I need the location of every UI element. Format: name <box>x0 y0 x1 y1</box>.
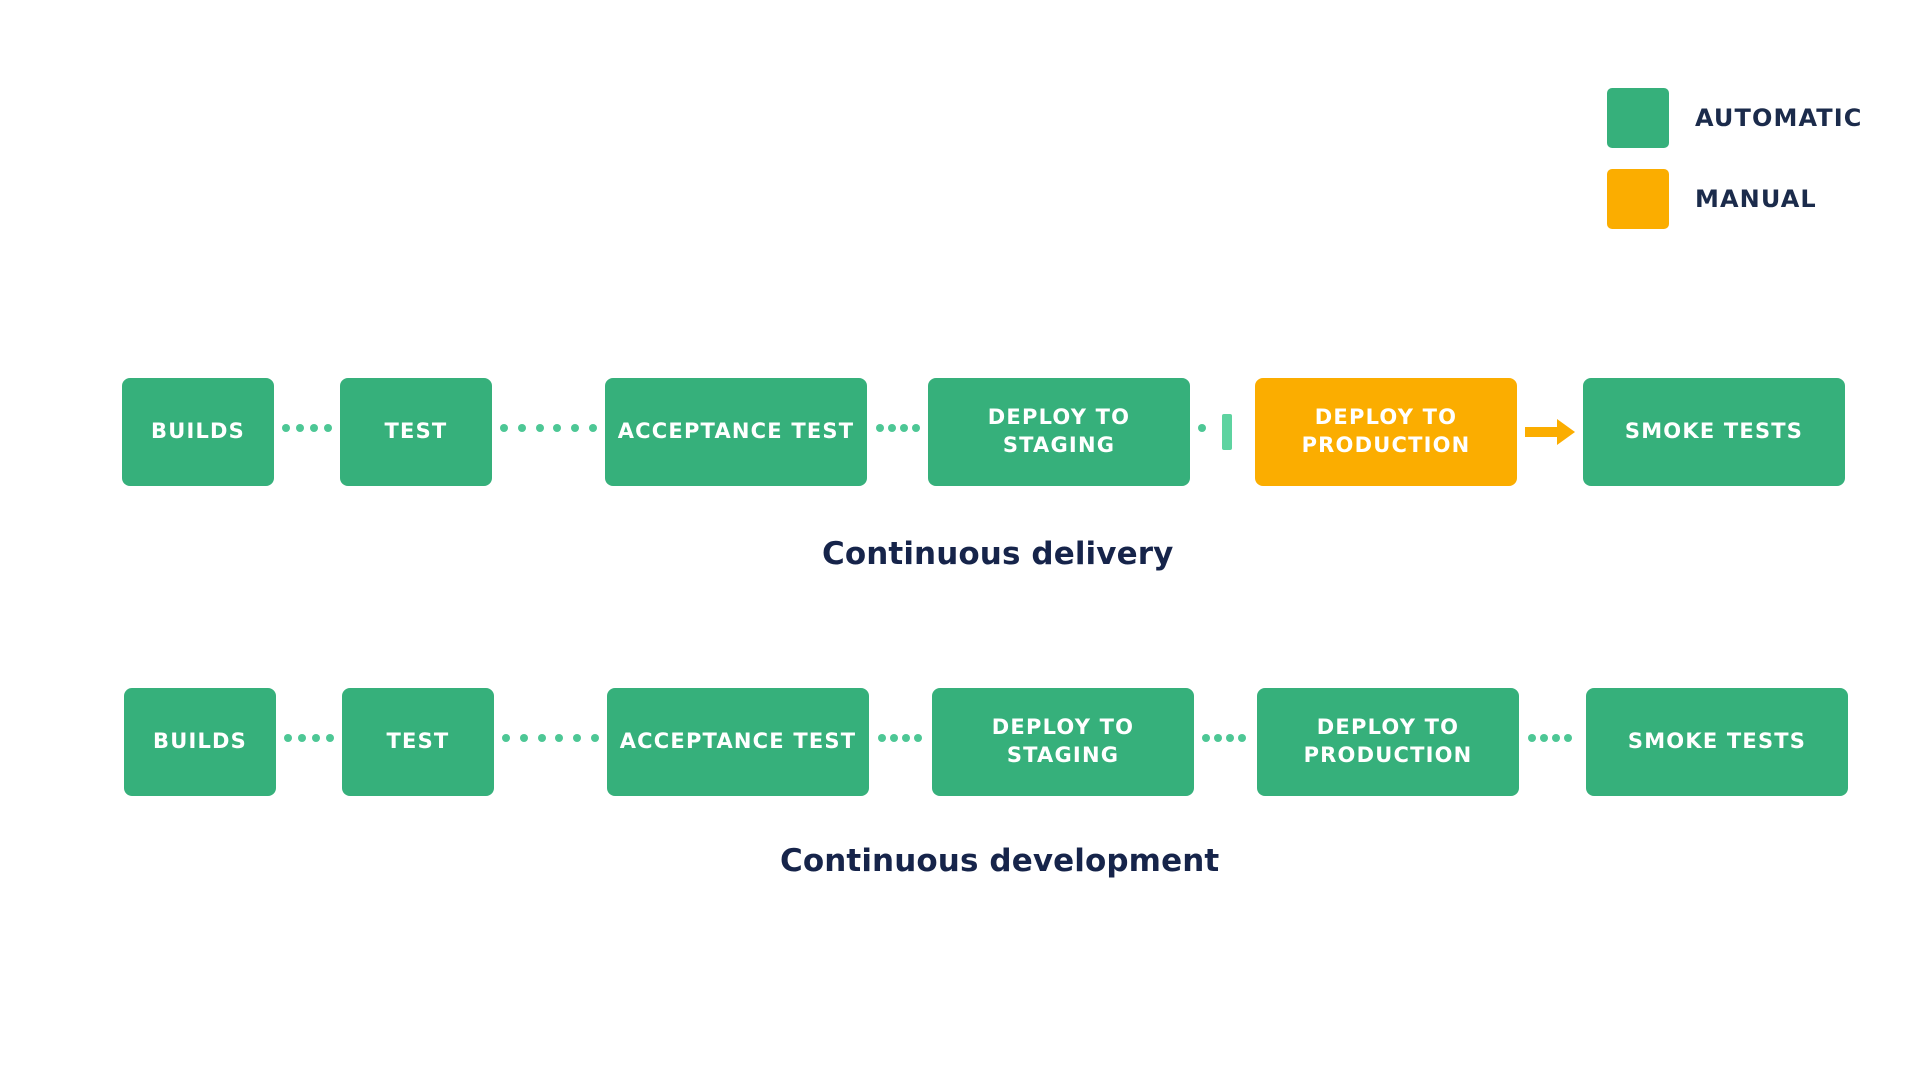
legend: AUTOMATIC MANUAL <box>1607 88 1863 229</box>
legend-swatch-automatic <box>1607 88 1669 148</box>
connector-dot <box>878 734 886 742</box>
connector-dot <box>296 424 304 432</box>
connector-dot <box>324 424 332 432</box>
pipeline-stage-label: SMOKE TESTS <box>1624 419 1804 444</box>
connector-dots <box>876 423 920 433</box>
connector-dot <box>535 424 544 432</box>
pipeline-stage-smoke-tests[interactable]: SMOKE TESTS <box>1583 378 1845 486</box>
connector-dot <box>502 734 510 742</box>
pipeline-stage-label: DEPLOY TO PRODUCTION <box>1303 715 1473 767</box>
connector-dots <box>500 423 597 433</box>
connector-dot <box>537 734 546 742</box>
connector-dot <box>571 424 580 432</box>
pipeline-stage-builds[interactable]: BUILDS <box>124 688 276 796</box>
connector-arrow <box>1525 419 1575 445</box>
legend-item-automatic: AUTOMATIC <box>1607 88 1863 148</box>
connector-dot <box>900 424 908 432</box>
connector-dot <box>1528 734 1536 742</box>
connector-dot <box>590 734 599 742</box>
connector-dot <box>902 734 910 742</box>
pipeline-stage-label: DEPLOY TO STAGING <box>987 405 1131 457</box>
pipeline-stage-test[interactable]: TEST <box>340 378 492 486</box>
connector-dot <box>1564 734 1572 742</box>
pipeline-stage-label: TEST <box>386 729 450 754</box>
connector-dot <box>588 424 597 432</box>
connector-dot <box>553 424 562 432</box>
connector-dot <box>282 424 290 432</box>
connector-dot <box>312 734 320 742</box>
pipeline-caption-continuous-delivery: Continuous delivery <box>822 536 1174 572</box>
arrow-head-icon <box>1557 419 1575 445</box>
legend-swatch-manual <box>1607 169 1669 229</box>
connector-dot <box>500 424 508 432</box>
pipeline-stage-test[interactable]: TEST <box>342 688 494 796</box>
connector-dot <box>1540 734 1548 742</box>
connector-dot <box>1238 734 1246 742</box>
legend-item-manual: MANUAL <box>1607 169 1863 229</box>
connector-dot <box>876 424 884 432</box>
pipeline-stage-deploy-to-production[interactable]: DEPLOY TO PRODUCTION <box>1257 688 1519 796</box>
connector-dots <box>878 733 922 743</box>
pipeline-stage-label: ACCEPTANCE TEST <box>617 419 855 444</box>
connector-dots <box>1528 733 1572 743</box>
connector-dots <box>1202 733 1246 743</box>
pipeline-stage-label: ACCEPTANCE TEST <box>619 729 857 754</box>
connector-dot <box>1214 734 1222 742</box>
connector-dot <box>888 424 896 432</box>
connector-dot <box>326 734 334 742</box>
pipeline-stage-deploy-to-production[interactable]: DEPLOY TO PRODUCTION <box>1255 378 1517 486</box>
connector-dots <box>284 733 334 743</box>
pipeline-stage-label: BUILDS <box>150 419 245 444</box>
pipeline-stage-label: SMOKE TESTS <box>1627 729 1807 754</box>
legend-label-manual: MANUAL <box>1695 185 1817 213</box>
connector-dot <box>1198 424 1206 432</box>
connector-dots <box>502 733 599 743</box>
connector-dots <box>1198 423 1248 433</box>
connector-dot <box>517 424 526 432</box>
pipeline-stage-label: DEPLOY TO PRODUCTION <box>1301 405 1471 457</box>
connector-dot <box>912 424 920 432</box>
connector-dot <box>914 734 922 742</box>
connector-dot <box>1552 734 1560 742</box>
pipeline-stage-label: BUILDS <box>152 729 247 754</box>
pipeline-stage-acceptance-test[interactable]: ACCEPTANCE TEST <box>607 688 869 796</box>
pipeline-stage-deploy-to-staging[interactable]: DEPLOY TO STAGING <box>928 378 1190 486</box>
pipeline-stage-deploy-to-staging[interactable]: DEPLOY TO STAGING <box>932 688 1194 796</box>
pipeline-stage-label: DEPLOY TO STAGING <box>991 715 1135 767</box>
connector-dot <box>890 734 898 742</box>
connector-dots <box>282 423 332 433</box>
legend-label-automatic: AUTOMATIC <box>1695 104 1863 132</box>
connector-dot <box>298 734 306 742</box>
connector-dot <box>1226 734 1234 742</box>
connector-dot <box>1202 734 1210 742</box>
pipeline-caption-continuous-development: Continuous development <box>780 843 1220 879</box>
connector-dot <box>573 734 582 742</box>
arrow-shaft <box>1525 427 1557 437</box>
connector-dot <box>310 424 318 432</box>
manual-gate-marker <box>1222 414 1232 450</box>
connector-dot <box>519 734 528 742</box>
connector-dot <box>555 734 564 742</box>
pipeline-stage-builds[interactable]: BUILDS <box>122 378 274 486</box>
connector-dot <box>284 734 292 742</box>
pipeline-stage-label: TEST <box>384 419 448 444</box>
pipeline-stage-acceptance-test[interactable]: ACCEPTANCE TEST <box>605 378 867 486</box>
pipeline-stage-smoke-tests[interactable]: SMOKE TESTS <box>1586 688 1848 796</box>
